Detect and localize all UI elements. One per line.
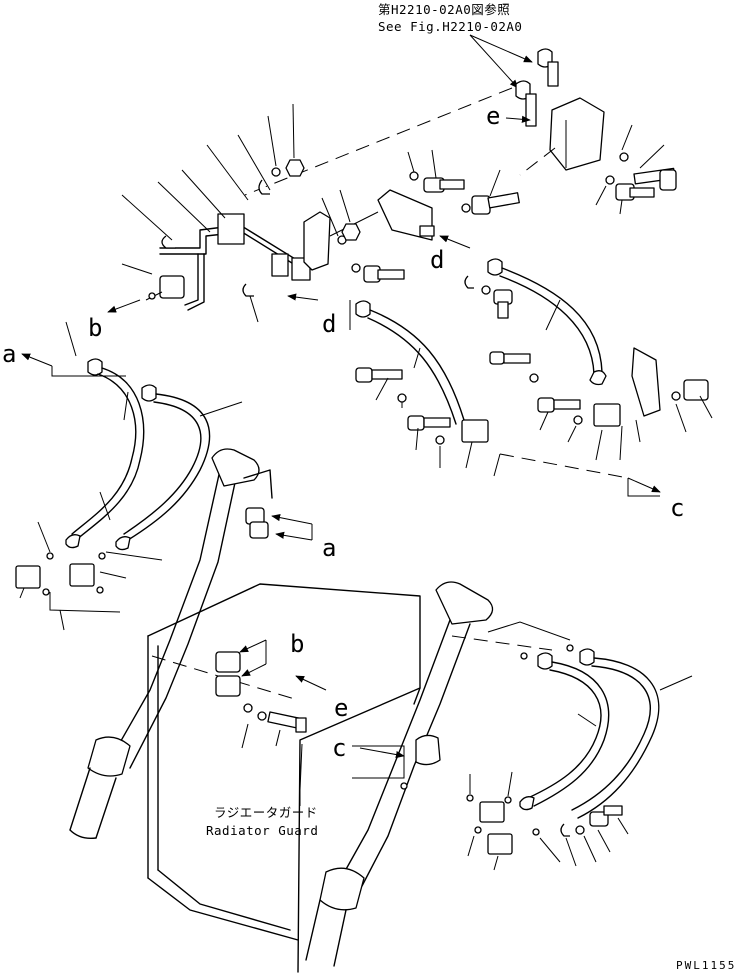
hose-upper-right xyxy=(487,258,607,386)
clamp-plate-right xyxy=(631,347,709,417)
leader-lines-left xyxy=(19,321,243,631)
leader-lines-pipe xyxy=(121,103,351,330)
callout-e-guard: e xyxy=(334,694,348,722)
hose-end-fittings xyxy=(515,48,559,127)
radiator-guard-label-jp: ラジエータガード xyxy=(214,805,318,820)
callout-b-guard: b xyxy=(290,630,304,658)
mounting-bracket-d xyxy=(303,189,435,271)
support-column-right xyxy=(305,581,494,967)
hose-left-pair xyxy=(65,358,211,551)
bolts-middle xyxy=(337,171,520,283)
clamp-b-guard xyxy=(215,651,241,697)
hose-lower-right xyxy=(519,648,660,819)
bolts-lower-middle xyxy=(355,351,621,445)
radiator-guard-label-en: Radiator Guard xyxy=(206,823,318,838)
bolt-guard xyxy=(241,703,307,791)
clamp-left xyxy=(161,235,176,249)
routing-dashed-line-c xyxy=(499,453,629,479)
clip-upper xyxy=(258,179,270,195)
nuts-washers-top xyxy=(271,159,305,177)
reference-note-jp: 第H2210-02A0図参照 xyxy=(378,2,510,17)
leader-lines-lower-middle xyxy=(375,299,713,477)
callout-e-upper: e xyxy=(486,102,500,130)
reference-arrow-lower xyxy=(469,34,519,89)
clamp-c-center xyxy=(400,734,441,790)
reference-arrow-upper xyxy=(469,34,533,63)
callout-d-left: d xyxy=(322,310,336,338)
reference-note-en: See Fig.H2210-02A0 xyxy=(378,19,522,34)
routing-dashed-line-right xyxy=(451,635,553,651)
callout-c-center: c xyxy=(332,734,346,762)
leader-lines-middle xyxy=(321,149,501,237)
leader-lines-top-right xyxy=(595,124,665,215)
small-parts-right xyxy=(464,275,513,319)
leader-lines-lower-right xyxy=(467,675,693,871)
steel-pipe-assembly xyxy=(159,213,311,311)
support-column-left xyxy=(69,448,273,840)
callout-b-upper: b xyxy=(88,314,102,342)
drawing-code: PWL1155 xyxy=(676,959,736,972)
routing-dashed-line-top xyxy=(244,87,513,196)
callout-c-right: c xyxy=(670,494,684,522)
callout-a-center: a xyxy=(322,534,336,562)
callout-a-left: a xyxy=(2,340,16,368)
clamp-a-center xyxy=(245,507,269,539)
clamp-lower xyxy=(242,283,254,297)
small-parts-lower-right xyxy=(466,794,623,855)
support-bracket-e xyxy=(519,97,605,176)
callout-d-right: d xyxy=(430,246,444,274)
clamps-left xyxy=(15,552,106,596)
hose-middle xyxy=(355,300,489,443)
bolts-upper-right xyxy=(605,152,677,201)
